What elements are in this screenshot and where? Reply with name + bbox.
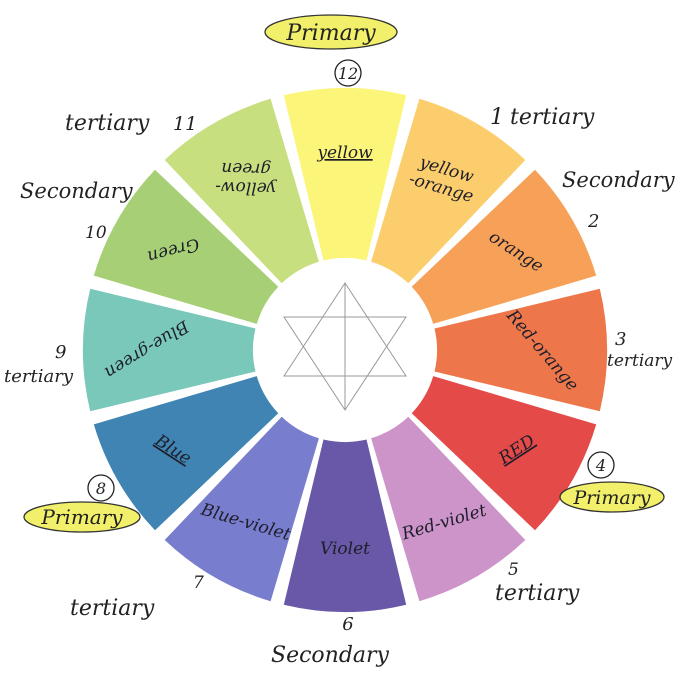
- label-type: Secondary: [20, 179, 134, 203]
- wheel-segment-5: Red-violet: [371, 416, 526, 602]
- outer-label-6: 6 Secondary: [271, 614, 390, 668]
- label-type: Primary: [285, 21, 376, 46]
- wheel-segment-2: orange: [411, 169, 597, 324]
- wheel-segment-3: Red-orange: [434, 288, 608, 412]
- outer-label-8: 8 Primary: [23, 474, 141, 533]
- outer-label-3: 3 tertiary: [607, 329, 673, 371]
- outer-label-12: Primary 12: [264, 14, 398, 87]
- primary-highlight: [264, 14, 398, 50]
- outer-label-5: 5 tertiary: [495, 560, 580, 606]
- label-number: 2: [587, 211, 599, 232]
- label-type: tertiary: [495, 581, 580, 606]
- segment-label: yellow-green: [215, 158, 278, 199]
- center-triangles: [283, 282, 407, 411]
- wheel-segment-7: Blue-violet: [164, 416, 319, 602]
- primary-highlight: [559, 481, 665, 513]
- outer-label-9: 9 tertiary: [4, 342, 74, 387]
- label-type: Primary: [572, 487, 650, 509]
- segment-fill: [411, 376, 597, 531]
- label-type: tertiary: [70, 596, 155, 621]
- segment-fill: [82, 288, 256, 412]
- label-number: 1: [490, 105, 504, 130]
- segment-fill: [371, 416, 526, 602]
- outer-label-2: Secondary 2: [562, 168, 676, 232]
- label-number: 9: [55, 342, 66, 363]
- segment-fill: [371, 98, 526, 284]
- outer-label-1: 1 tertiary: [490, 105, 595, 130]
- label-type: tertiary: [4, 366, 74, 387]
- label-type: Secondary: [271, 643, 390, 668]
- label-number: 4: [595, 456, 606, 475]
- outer-label-4: 4 Primary: [559, 451, 665, 513]
- label-type: tertiary: [510, 105, 595, 130]
- wheel-segment-9: Blue-green: [82, 288, 256, 412]
- number-circle: [87, 474, 115, 502]
- label-type: Primary: [40, 505, 123, 529]
- label-type: tertiary: [65, 111, 150, 136]
- label-type: tertiary: [607, 351, 673, 371]
- wheel-segment-11: yellow-green: [164, 98, 319, 284]
- label-number: 3: [615, 329, 626, 350]
- segment-fill: [164, 98, 319, 284]
- segment-fill: [434, 288, 608, 412]
- wheel-segment-1: yellow-orange: [371, 98, 526, 284]
- wheel-segment-4: RED: [411, 376, 597, 531]
- segment-fill: [93, 376, 279, 531]
- label-number: 7: [193, 573, 204, 593]
- label-number: 5: [508, 560, 519, 580]
- label-number: 6: [342, 614, 353, 635]
- wheel-segment-10: Green: [93, 169, 279, 324]
- segment-label: yellow: [316, 143, 373, 163]
- label-number: 12: [338, 64, 358, 83]
- label-type: Secondary: [562, 168, 676, 192]
- outer-label-10: Secondary 10: [20, 179, 134, 243]
- primary-highlight: [23, 501, 141, 533]
- segment-fill: [93, 169, 279, 324]
- wheel-segment-6: Violet: [283, 439, 407, 613]
- outer-label-7: tertiary 7: [70, 573, 204, 621]
- wheel-segment-8: Blue: [93, 376, 279, 531]
- segment-fill: [411, 169, 597, 324]
- segment-fill: [283, 87, 407, 261]
- segment-fill: [164, 416, 319, 602]
- wheel-segment-12: yellow: [283, 87, 407, 261]
- label-number: 8: [96, 479, 106, 498]
- number-circle: [587, 451, 615, 479]
- outer-label-11: tertiary 11: [65, 111, 197, 136]
- number-circle: [334, 59, 362, 87]
- label-number: 11: [173, 113, 197, 135]
- label-number: 10: [85, 223, 107, 243]
- segment-fill: [283, 439, 407, 613]
- segment-label: Violet: [320, 539, 370, 559]
